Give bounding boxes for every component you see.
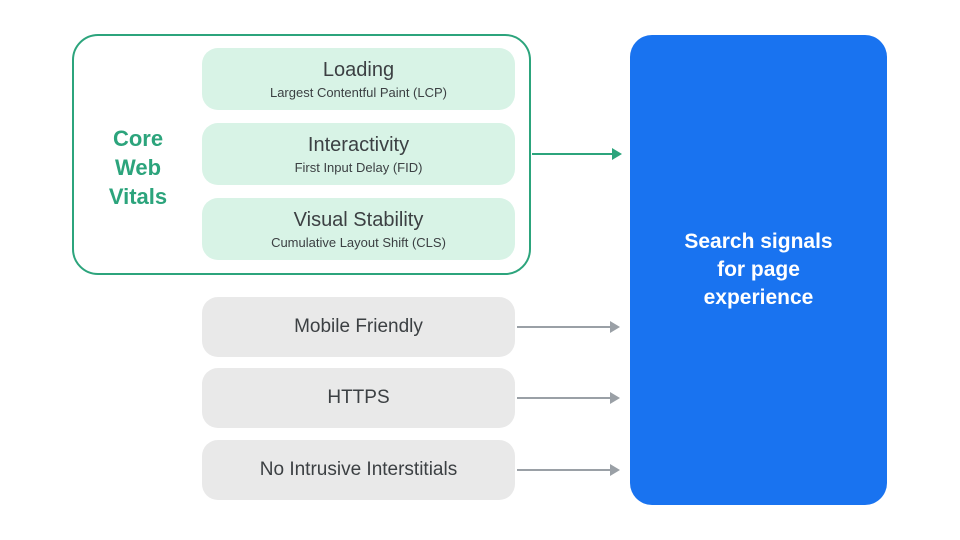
core-web-vitals-label: Core Web Vitals — [108, 126, 168, 209]
signal-label-mobile-friendly: Mobile Friendly — [294, 316, 423, 337]
arrow-no-intrusive-interstitials-icon — [517, 464, 620, 476]
vital-title-interactivity: Interactivity — [307, 133, 410, 156]
core-web-vitals-container: Core Web Vitals Loading Largest Contentf… — [72, 34, 531, 275]
search-signals-label: Search signals for page experience — [684, 230, 833, 309]
vital-title-loading: Loading — [322, 58, 395, 81]
signal-label-no-intrusive-interstitials: No Intrusive Interstitials — [259, 459, 458, 480]
search-signals-box: Search signals for page experience — [630, 35, 887, 505]
signal-box-mobile-friendly: Mobile Friendly — [202, 297, 515, 357]
signal-box-no-intrusive-interstitials: No Intrusive Interstitials — [202, 440, 515, 500]
signal-label-https: HTTPS — [327, 387, 390, 408]
signal-box-https: HTTPS — [202, 368, 515, 428]
vital-subtitle-lcp: Largest Contentful Paint (LCP) — [269, 84, 448, 100]
arrow-https-icon — [517, 392, 620, 404]
vital-subtitle-cls: Cumulative Layout Shift (CLS) — [271, 234, 446, 250]
vital-box-loading: Loading Largest Contentful Paint (LCP) — [202, 48, 515, 110]
arrow-mobile-friendly-icon — [517, 321, 620, 333]
vital-box-interactivity: Interactivity First Input Delay (FID) — [202, 123, 515, 185]
vital-title-visual-stability: Visual Stability — [293, 208, 424, 231]
arrow-core-web-vitals-icon — [532, 148, 622, 160]
vital-subtitle-fid: First Input Delay (FID) — [294, 159, 423, 175]
vital-box-visual-stability: Visual Stability Cumulative Layout Shift… — [202, 198, 515, 260]
